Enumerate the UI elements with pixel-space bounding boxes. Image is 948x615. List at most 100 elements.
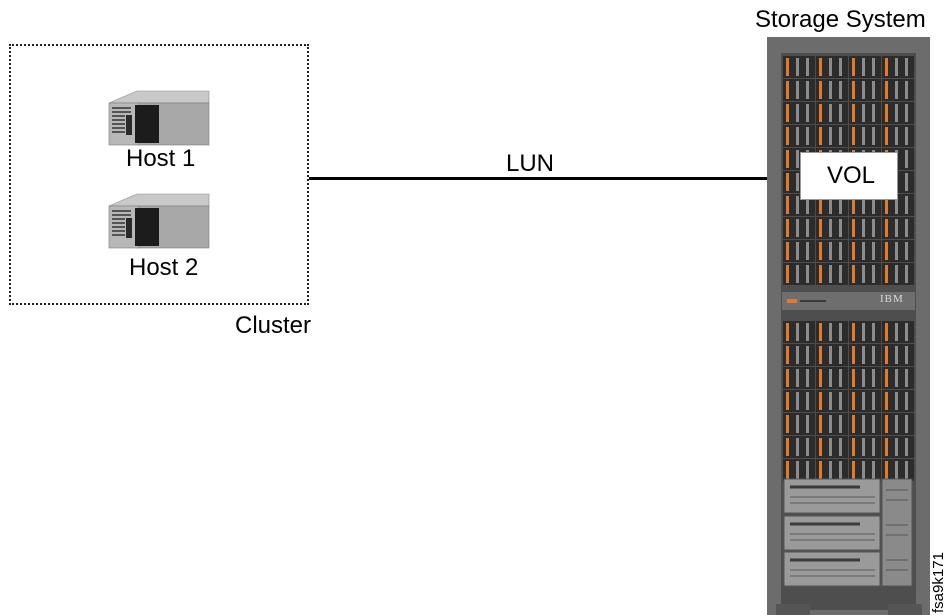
drive-stripe [819, 196, 822, 214]
drive-stripe [829, 81, 832, 99]
drive-stripe [895, 369, 898, 387]
drive-stripe [862, 58, 865, 76]
drive-stripe [796, 81, 799, 99]
drive-stripe [905, 461, 908, 479]
drive-stripe [852, 265, 855, 283]
drive-stripe [872, 369, 875, 387]
drive-stripe [829, 461, 832, 479]
drive-stripe [819, 104, 822, 122]
drive-stripe [852, 415, 855, 433]
drive-stripe [819, 127, 822, 145]
drive-stripe [806, 346, 809, 364]
drive-stripe [852, 346, 855, 364]
drive-stripe [839, 219, 842, 237]
drive-stripe [885, 104, 888, 122]
drive-stripe [786, 438, 789, 456]
drive-stripe [852, 438, 855, 456]
drive-stripe [872, 104, 875, 122]
drive-stripe [872, 461, 875, 479]
drive-stripe [872, 323, 875, 341]
drive-stripe [862, 461, 865, 479]
drive-stripe [905, 369, 908, 387]
drive-stripe [829, 323, 832, 341]
drive-stripe [796, 196, 799, 214]
host-2-server-icon [108, 193, 210, 249]
drive-stripe [796, 150, 799, 168]
drive-stripe [819, 438, 822, 456]
drive-stripe [819, 461, 822, 479]
drive-stripe [839, 242, 842, 260]
drive-stripe [829, 219, 832, 237]
drive-stripe [852, 323, 855, 341]
drive-stripe [806, 104, 809, 122]
drive-stripe [796, 323, 799, 341]
drive-stripe [819, 369, 822, 387]
drive-stripe [839, 346, 842, 364]
drive-stripe [862, 265, 865, 283]
drive-stripe [852, 104, 855, 122]
drive-stripe [895, 415, 898, 433]
drive-stripe [819, 58, 822, 76]
drive-stripe [839, 127, 842, 145]
drive-stripe [796, 461, 799, 479]
drive-stripe [829, 242, 832, 260]
drive-stripe [852, 127, 855, 145]
drive-stripe [905, 219, 908, 237]
drive-stripe [839, 323, 842, 341]
drive-stripe [872, 81, 875, 99]
drive-stripe [796, 127, 799, 145]
drive-stripe [819, 81, 822, 99]
drive-stripe [862, 392, 865, 410]
drive-stripe [862, 369, 865, 387]
drive-stripe [885, 265, 888, 283]
drive-stripe [839, 392, 842, 410]
drive-stripe [819, 265, 822, 283]
drive-stripe [885, 127, 888, 145]
drive-stripe [885, 58, 888, 76]
drive-stripe [872, 196, 875, 214]
drive-stripe [905, 173, 908, 191]
drive-stripe [839, 58, 842, 76]
drive-stripe [862, 104, 865, 122]
drive-stripe [786, 173, 789, 191]
drive-stripe [786, 415, 789, 433]
drive-stripe [895, 265, 898, 283]
volume-box [800, 152, 898, 200]
figure-id: fsa9k171 [930, 552, 947, 613]
drive-stripe [895, 81, 898, 99]
drive-stripe [786, 265, 789, 283]
drive-stripe [885, 346, 888, 364]
drive-stripe [905, 104, 908, 122]
drive-stripe [872, 392, 875, 410]
drive-stripe [872, 415, 875, 433]
drive-stripe [862, 127, 865, 145]
drive-stripe [786, 81, 789, 99]
drive-stripe [885, 369, 888, 387]
storage-system-title: Storage System [755, 6, 926, 33]
drive-stripe [796, 369, 799, 387]
drive-stripe [905, 392, 908, 410]
lun-label: LUN [506, 150, 555, 177]
drive-stripe [862, 346, 865, 364]
drive-stripe [905, 150, 908, 168]
drive-stripe [862, 415, 865, 433]
drive-stripe [829, 58, 832, 76]
drive-stripe [885, 461, 888, 479]
drive-stripe [852, 81, 855, 99]
drive-stripe [885, 196, 888, 214]
cluster-boundary [9, 44, 309, 305]
status-led-icon [787, 299, 797, 303]
drive-stripe [829, 392, 832, 410]
drive-stripe [796, 242, 799, 260]
drive-stripe [852, 196, 855, 214]
drive-stripe [829, 196, 832, 214]
drive-stripe [885, 438, 888, 456]
drive-stripe [806, 461, 809, 479]
drive-stripe [872, 127, 875, 145]
drive-stripe [852, 369, 855, 387]
drive-stripe [839, 461, 842, 479]
drive-stripe [905, 196, 908, 214]
drive-stripe [786, 58, 789, 76]
drive-stripe [786, 196, 789, 214]
